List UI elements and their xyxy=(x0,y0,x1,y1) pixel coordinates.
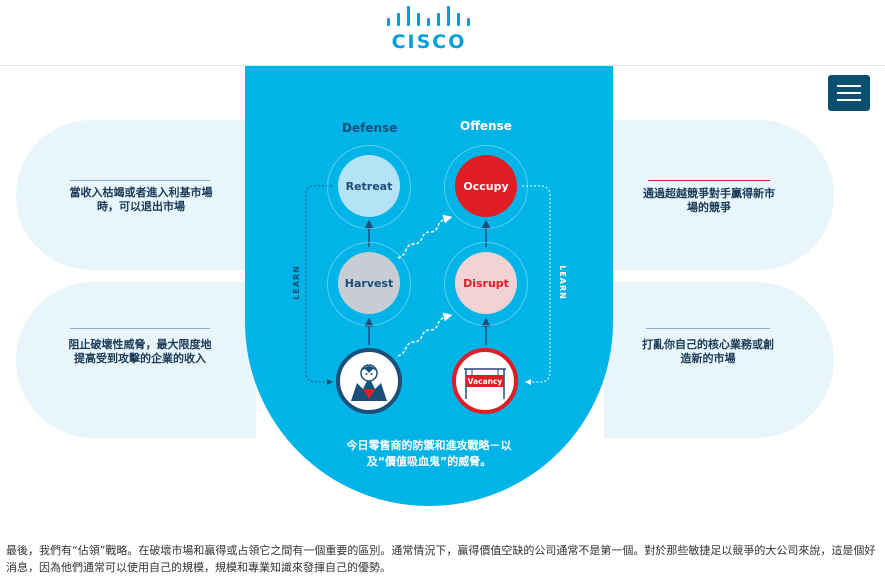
divider xyxy=(646,328,770,329)
body-paragraph: 最後，我們有“佔領”戰略。在破壞市場和贏得或占領它之間有一個重要的區別。通常情況… xyxy=(6,544,876,574)
vampire-icon xyxy=(351,364,387,401)
node-ring xyxy=(327,242,411,326)
left-note-harvest: 阻止破壞性威脅，最大限度地提高受到攻擊的企業的收入 xyxy=(68,338,212,365)
learn-loop-left xyxy=(305,185,333,385)
offense-label: Offense xyxy=(460,119,512,133)
vacancy-label: Vacancy xyxy=(468,377,503,386)
node-harvest: Harvest xyxy=(338,252,400,314)
node-occupy: Occupy xyxy=(455,155,517,217)
right-pill-bottom xyxy=(604,282,834,438)
node-ring xyxy=(327,145,411,229)
left-note-retreat: 當收入枯竭或者進入利基市場時，可以退出市場 xyxy=(69,186,213,213)
vacancy-sign-icon: Vacancy xyxy=(464,368,506,399)
node-ring xyxy=(444,145,528,229)
left-pill-bottom xyxy=(16,282,256,438)
left-pill-top xyxy=(16,120,256,270)
wavy-arrow xyxy=(397,214,453,259)
node-label: Disrupt xyxy=(463,276,509,290)
defense-label: Defense xyxy=(342,121,398,135)
divider xyxy=(648,180,770,181)
node-ring xyxy=(444,242,528,326)
node-retreat: Retreat xyxy=(338,155,400,217)
menu-button[interactable] xyxy=(828,75,870,111)
panel-caption: 今日零售商的防禦和進攻戰略－以及“價值吸血鬼”的威脅。 xyxy=(346,439,512,468)
node-label: Retreat xyxy=(345,179,393,193)
right-note-disrupt: 打亂你自己的核心業務或創造新的市場 xyxy=(642,338,774,365)
site-header: CISCO xyxy=(0,0,885,66)
cisco-logo[interactable]: CISCO xyxy=(384,6,474,53)
cisco-logo-bars xyxy=(387,6,471,26)
wavy-arrow xyxy=(397,312,453,357)
node-disrupt: Disrupt xyxy=(455,252,517,314)
node-label: Harvest xyxy=(344,276,394,290)
strategy-panel xyxy=(245,66,613,506)
learn-label-left: LEARN xyxy=(291,265,301,300)
node-vampire xyxy=(336,348,402,414)
learn-label-right: LEARN xyxy=(557,265,567,300)
node-vacancy: Vacancy xyxy=(452,348,518,414)
divider xyxy=(70,180,210,181)
logo-text: CISCO xyxy=(391,31,467,53)
right-note-occupy: 通過超越競爭對手贏得新市場的競爭 xyxy=(643,187,775,214)
divider xyxy=(70,328,210,329)
right-pill-top xyxy=(604,120,834,270)
node-label: Occupy xyxy=(463,179,509,193)
